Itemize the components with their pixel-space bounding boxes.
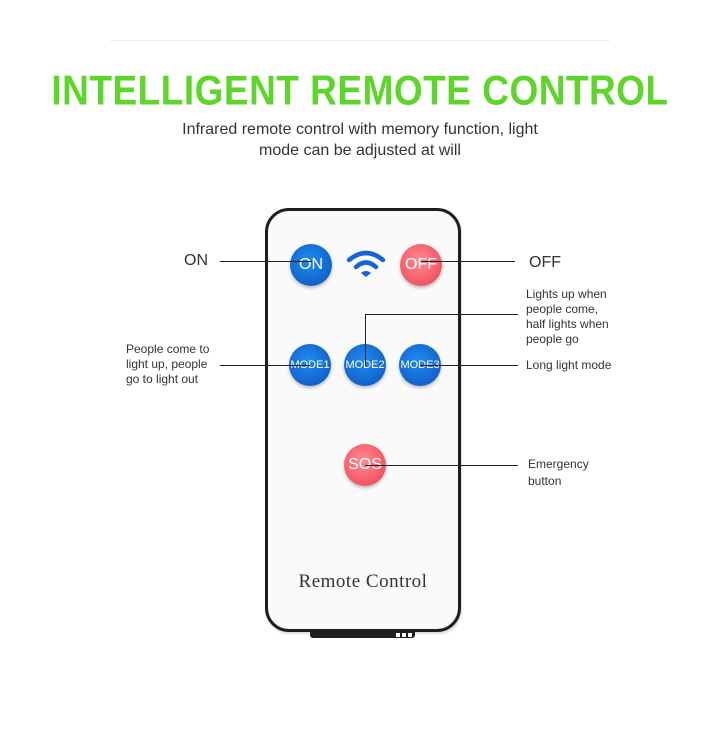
remote-brand-label: Remote Control (298, 571, 428, 592)
callout-text-line: People come to (126, 342, 210, 356)
callout-text-line: people go (526, 332, 579, 346)
callout-label-mode3: Long light mode (526, 358, 612, 372)
callout-text-line: half lights when (526, 317, 609, 331)
callout-text-line: button (528, 474, 562, 488)
remote-notch (408, 633, 412, 637)
callout-label-mode2: Lights up when people come, half lights … (526, 287, 609, 347)
remote-notch (396, 633, 400, 637)
callout-label-mode1: People come to light up, people go to li… (126, 342, 209, 387)
callout-text-line: Lights up when (526, 287, 607, 301)
callout-line-sos (365, 465, 518, 466)
callout-line-mode1 (220, 365, 310, 366)
top-divider (110, 40, 610, 41)
remote-notch (402, 633, 406, 637)
page-title: INTELLIGENT REMOTE CONTROL (51, 67, 669, 114)
off-button[interactable]: OFF (400, 244, 442, 286)
callout-line-mode2-vertical (365, 314, 366, 366)
callout-line-on (220, 261, 312, 262)
page-subtitle: Infrared remote control with memory func… (150, 119, 570, 161)
callout-label-on: ON (184, 252, 208, 269)
subtitle-line-1: Infrared remote control with memory func… (182, 121, 538, 138)
callout-line-off (421, 261, 515, 262)
callout-text-line: Emergency (528, 457, 589, 471)
callout-label-off: OFF (529, 254, 561, 271)
callout-text-line: go to light out (126, 372, 199, 386)
on-button[interactable]: ON (290, 244, 332, 286)
callout-line-mode3 (420, 365, 518, 366)
callout-line-mode2-horizontal (365, 314, 518, 315)
subtitle-line-2: mode can be adjusted at will (259, 142, 461, 159)
callout-text-line: light up, people (126, 357, 208, 371)
callout-label-sos: Emergency button (528, 456, 589, 490)
callout-text-line: people come, (526, 302, 599, 316)
remote-bottom-edge (310, 630, 415, 638)
wifi-signal-icon (346, 250, 386, 277)
